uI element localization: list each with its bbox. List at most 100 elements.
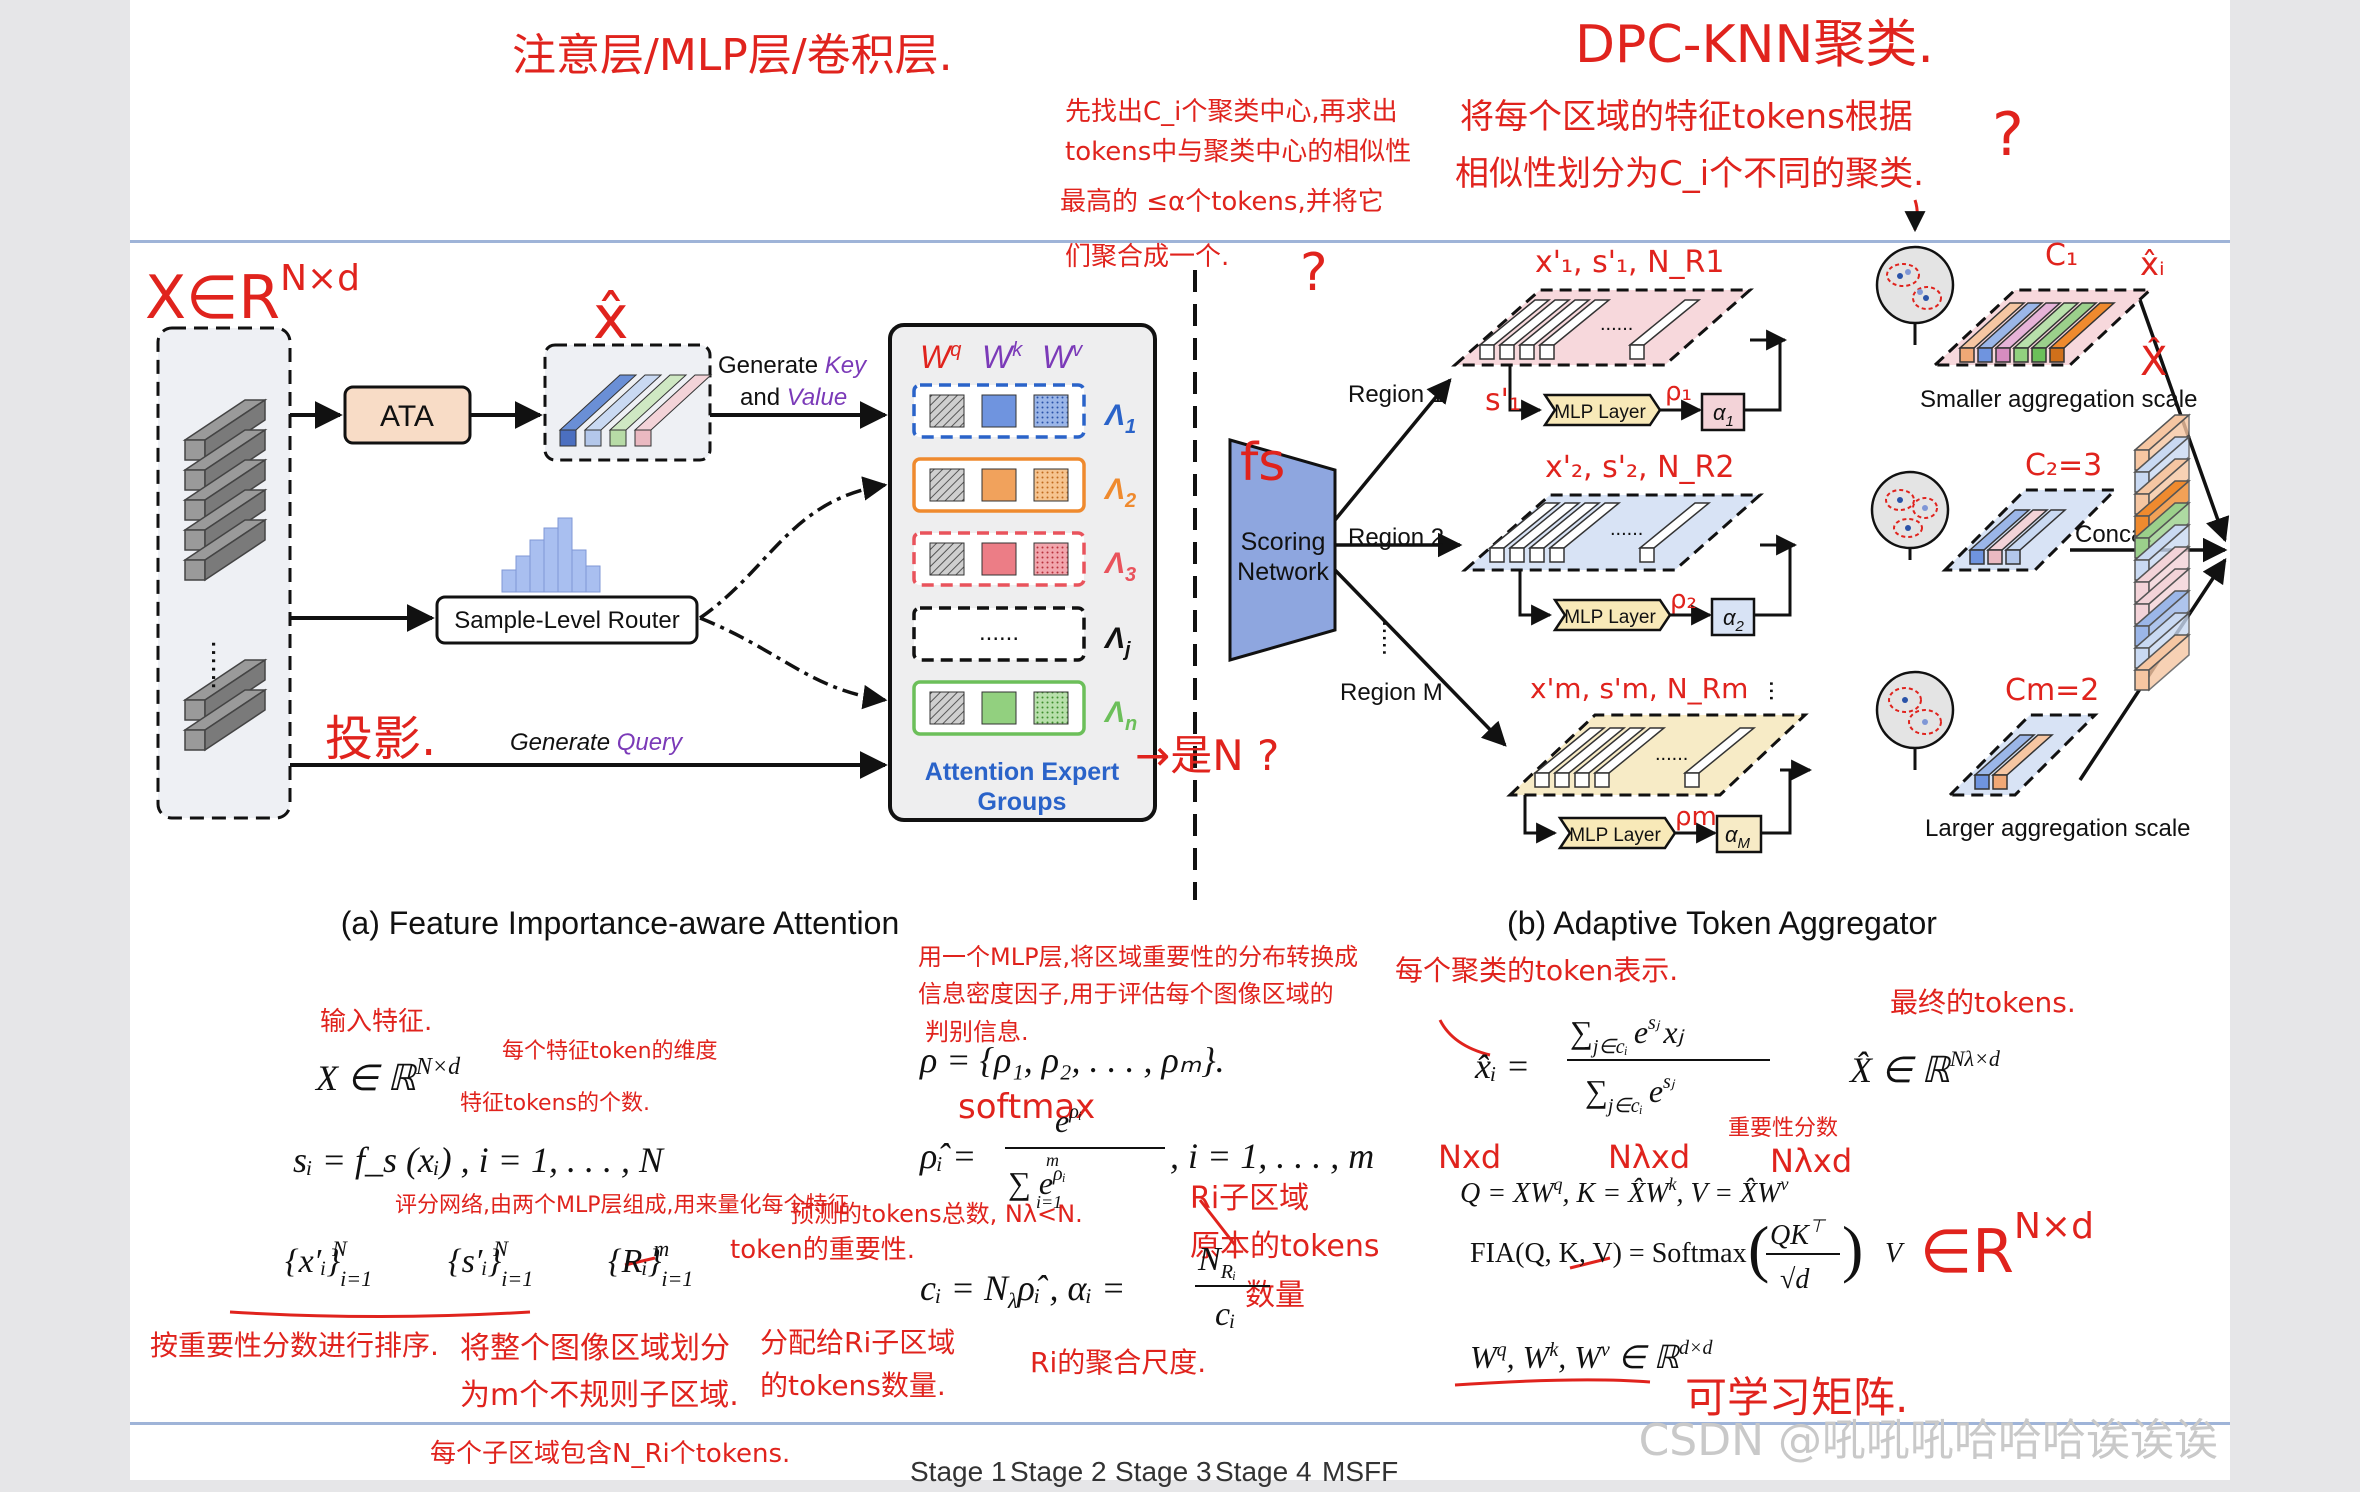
note-select-3: 最高的 ≤α个tokens,并将它 [1060,187,1384,217]
svg-text:Λn: Λn [1103,696,1137,735]
note-rm-labels: x'm, s'm, N_Rm [1530,672,1748,705]
note-xhat-big: X̂ [2140,337,2167,385]
note-nlxd-2: Nλxd [1770,1142,1852,1180]
eq-xhat-lhs: x̂ᵢ = [1474,1046,1530,1086]
note-c2: C₂=3 [2025,448,2102,483]
section-divider-top [130,240,2230,243]
note-r1-rho: ρ₁ [1665,377,1692,407]
svg-text:......: ...... [1610,518,1643,540]
cluster-circle-1 [1875,245,1955,325]
note-nlxd-1: Nλxd [1608,1138,1690,1176]
router-histogram [501,517,601,593]
alpha-1: α [1713,400,1727,425]
ata-label: ATA [380,400,434,433]
note-assign-2: 的tokens数量. [760,1369,946,1402]
aggregated-row-1 [1931,288,2154,367]
eq-fia-tail: V [1885,1238,1905,1269]
svg-text:Λ2: Λ2 [1103,473,1136,512]
region-2-label: Region 2 [1348,524,1444,551]
stage-tab-2[interactable]: Stage 2 [1010,1456,1107,1487]
cluster-circle-2 [1870,470,1950,550]
stage-tab-5[interactable]: MSFF [1322,1456,1399,1487]
router-label: Sample-Level Router [454,607,679,634]
note-in-rnd: ∈RN×d [1920,1206,2094,1287]
stage-tab-3[interactable]: Stage 3 [1115,1456,1212,1487]
input-token-stack: ...... [182,398,268,752]
expert-group-j: ...... [912,606,1086,662]
scoring-label-2: Network [1237,558,1329,586]
note-sort: 按重要性分数进行排序. [150,1329,439,1362]
eq-regions: {Rᵢ}i=1m [608,1236,693,1291]
note-is-n: →是N ? [1135,731,1279,780]
and-word: and [740,384,780,411]
eq-rho-hat-rhs: , i = 1, . . . , m [1170,1136,1374,1176]
figure-b: Scoring Network Region 1 Region 2 Region… [1228,245,2230,854]
svg-text:and Value: and Value [740,384,847,411]
handwritten-notes: 注意层/MLP层/卷积层. DPC-KNN聚类. 将每个区域的特征tokens根… [145,15,2167,1469]
region-1-label: Region 1 [1348,381,1444,408]
caption-b: (b) Adaptive Token Aggregator [1507,905,1937,941]
selected-tokens [558,374,713,447]
svg-text:(: ( [1748,1213,1769,1284]
note-projection: 投影. [325,711,436,767]
region-m-tokens [1532,727,1757,788]
note-xhat: x̂ [593,283,629,353]
note-pred-tokens: 预测的tokens总数, Nλ<N. [790,1200,1083,1228]
note-qmark-1: ? [1992,100,2024,170]
svg-text:......: ...... [205,640,238,690]
svg-text:α2: α2 [1723,605,1745,635]
note-dpc: DPC-KNN聚类. [1575,15,1934,75]
note-select-1: 先找出C_i个聚类中心,再求出 [1065,97,1398,127]
lambda-n: Λ [1103,696,1125,729]
generate-label: Generate [718,352,818,379]
expert-title-1: Attention Expert [925,758,1120,786]
figure-a: ...... ATA Generate Key and Value [156,323,1157,941]
note-ri-3: 数量 [1245,1278,1305,1313]
note-r2-labels: x'₂, s'₂, N_R2 [1545,450,1734,485]
note-x-in-r: X∈RN×d [145,258,360,333]
svg-text:Λ3: Λ3 [1103,547,1136,586]
note-scoring: 评分网络,由两个MLP层组成,用来量化每个特征 [395,1193,850,1218]
note-rho-3: 判别信息. [925,1018,1029,1046]
note-r1-s: s'₁ [1485,383,1521,418]
region-2-tokens [1487,502,1712,563]
eq-sorted-x: {x′ᵢ}i=1N [285,1236,372,1291]
note-rho-1: 用一个MLP层,将区域重要性的分布转换成 [918,943,1358,971]
final-token-side [2148,633,2190,692]
note-importance: 重要性分数 [1728,1116,1838,1141]
expert-group-3 [912,531,1086,587]
note-agg-scale: Ri的聚合尺度. [1030,1346,1206,1379]
stage-tab-1[interactable]: Stage 1 [910,1456,1007,1487]
aggregated-row-2 [1941,488,2119,572]
lambda-2: Λ [1103,473,1125,506]
note-dpc-1: 将每个区域的特征tokens根据 [1460,97,1913,137]
note-r1-labels: x'₁, s'₁, N_R1 [1535,245,1724,280]
expert-group-1 [912,383,1086,439]
larger-scale-label: Larger aggregation scale [1925,815,2191,842]
alpha-m: α [1725,822,1739,847]
note-fs: fs [1240,433,1285,493]
stage-tab-4[interactable]: Stage 4 [1215,1456,1312,1487]
eq-alpha-num: NRᵢ [1197,1241,1236,1283]
eq-rho-hat-num: eρᵢ [1055,1101,1082,1139]
note-input-feat: 输入特征. [320,1007,432,1037]
wq-label: W [920,339,953,375]
svg-text:Wq: Wq [920,339,961,375]
lambda-1: Λ [1103,399,1125,432]
routing-curves [699,476,888,710]
svg-text:.....: ..... [1377,620,1407,656]
eq-fia-num: QK⊤ [1770,1216,1827,1251]
eq-sorted-s: {s′ᵢ}i=1N [448,1236,533,1291]
note-cluster-repr: 每个聚类的token表示. [1395,954,1678,987]
figure-canvas: ...... ATA Generate Key and Value [145,15,2230,1469]
note-select-4: 们聚合成一个. [1065,242,1229,272]
wk-label: W [982,339,1015,375]
region-arrows [1333,378,1507,747]
note-top-left: 注意层/MLP层/卷积层. [512,30,953,81]
region-m-label: Region M [1340,679,1443,706]
svg-text:Wv: Wv [1042,339,1083,375]
eq-rho-hat-lhs: ρ̂ᵢ = [919,1136,976,1176]
note-select-2: tokens中与聚类中心的相似性 [1065,137,1411,167]
generate-query-label: Generate [510,729,610,756]
